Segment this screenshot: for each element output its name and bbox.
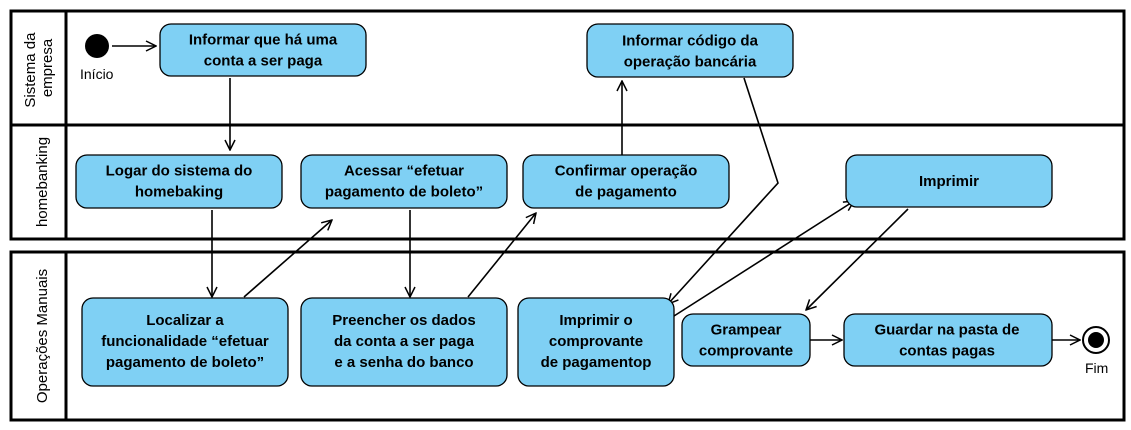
lane-title-manuais: Operações Manuais: [34, 269, 51, 403]
swimlane-homebanking: homebanking: [9, 123, 1126, 241]
activity-imprimir-comprovante: Imprimir o comprovante de pagamentop: [517, 297, 675, 387]
activity-label-line: Informar que há uma: [189, 32, 338, 49]
activity-imprimir: Imprimir: [845, 154, 1053, 208]
activity-label-line: contas pagas: [899, 343, 995, 360]
lane-title-empresa: Sistema da empresa: [22, 28, 56, 107]
flow-arrows: [112, 46, 1080, 340]
arrow-imprimir-to-grampear: [806, 208, 909, 310]
activity-label-line: Imprimir: [919, 173, 979, 190]
activity-label-line: de pagamentop: [541, 354, 652, 371]
activity-label-line: Grampear: [711, 322, 782, 339]
activity-label-line: da conta a ser paga: [334, 333, 475, 350]
activity-label-line: operação bancária: [624, 54, 757, 71]
activity-label-line: de pagamento: [575, 184, 677, 201]
activity-label-line: Preencher os dados: [332, 312, 475, 329]
activity-grampear: Grampear comprovante: [681, 313, 811, 367]
activity-label-line: Localizar a: [146, 312, 224, 329]
activity-acessar: Acessar “efetuar pagamento de boleto”: [300, 154, 508, 209]
activity-label-line: comprovante: [699, 343, 793, 360]
end-label: Fim: [1085, 360, 1108, 376]
swimlane-manuais: Operações Manuais: [9, 250, 1126, 422]
activity-label-line: funcionalidade “efetuar: [101, 333, 269, 350]
activity-logar: Logar do sistema do homebaking: [75, 154, 283, 209]
activity-label-line: homebaking: [135, 184, 223, 201]
activity-informar-conta: Informar que há uma conta a ser paga: [159, 23, 367, 77]
activity-label-line: pagamento de boleto”: [106, 354, 264, 371]
activity-label-line: e a senha do banco: [334, 354, 473, 371]
start-node: Início: [80, 34, 114, 82]
lane-title-homebanking: homebanking: [34, 137, 51, 227]
activity-label-line: Confirmar operação: [555, 163, 698, 180]
arrow-informar-codigo-to-imprimir-comprovante: [668, 77, 779, 304]
activity-guardar: Guardar na pasta de contas pagas: [843, 313, 1053, 367]
activity-label-line: Guardar na pasta de: [874, 322, 1019, 339]
arrow-preencher-to-confirmar: [467, 213, 536, 298]
activity-label-line: Logar do sistema do: [106, 163, 253, 180]
arrow-localizar-to-acessar: [243, 220, 332, 298]
end-node: Fim: [1082, 326, 1110, 376]
activity-confirmar: Confirmar operação de pagamento: [522, 154, 730, 209]
activity-label-line: pagamento de boleto”: [325, 184, 483, 201]
activity-label-line: Imprimir o: [559, 312, 632, 329]
activity-informar-codigo: Informar código da operação bancária: [586, 23, 794, 78]
activity-preencher: Preencher os dados da conta a ser paga e a…: [300, 297, 508, 387]
activity-label-line: Informar código da: [622, 33, 759, 50]
activity-label-line: conta a ser paga: [204, 53, 323, 70]
activity-label-line: Acessar “efetuar: [344, 163, 464, 180]
activity-localizar: Localizar a funcionalidade “efetuar pagame…: [81, 297, 289, 387]
arrow-imprimir-comprovante-to-imprimir: [673, 201, 854, 317]
activity-label-line: comprovante: [549, 333, 643, 350]
start-label: Início: [80, 66, 114, 82]
